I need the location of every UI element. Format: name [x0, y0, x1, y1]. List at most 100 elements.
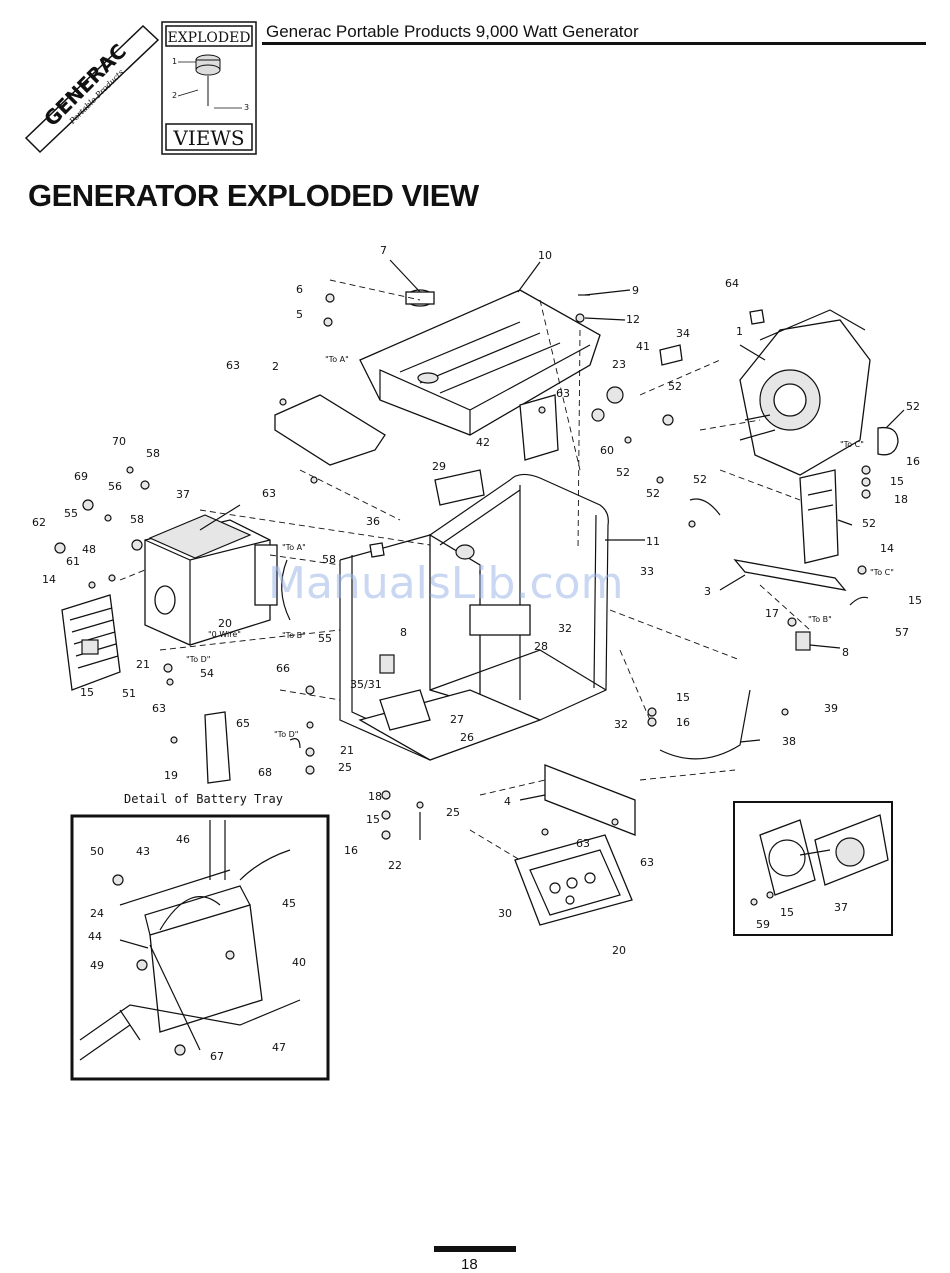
callout: 15 — [676, 691, 690, 704]
callout: 68 — [258, 766, 272, 779]
note-to-d-2: "To D" — [274, 730, 298, 739]
watermark: ManualsLib.com — [268, 558, 623, 609]
callout: 5 — [296, 308, 303, 321]
callout: 37 — [176, 488, 190, 501]
callout: 52 — [906, 400, 920, 413]
alternator — [144, 514, 278, 646]
engine-detail-callout: 15 — [780, 906, 794, 919]
callout: 52 — [646, 487, 660, 500]
footer-bar — [434, 1246, 516, 1252]
callout: 52 — [668, 380, 682, 393]
callout: 2 — [272, 360, 279, 373]
callout: 23 — [612, 358, 626, 371]
engine-detail-callout: 37 — [834, 901, 848, 914]
callout: 55 — [318, 632, 332, 645]
callout: 30 — [498, 907, 512, 920]
callout: 8 — [842, 646, 849, 659]
frame — [339, 473, 609, 761]
callout: 15 — [366, 813, 380, 826]
callout: 41 — [636, 340, 650, 353]
callout: 19 — [164, 769, 178, 782]
battery-tray-cover — [544, 764, 636, 836]
muffler — [799, 469, 839, 564]
engine-detail-illustration — [750, 814, 889, 906]
callout: 42 — [476, 436, 490, 449]
badge-bottom-text: VIEWS — [172, 126, 244, 150]
callout: 63 — [576, 837, 590, 850]
callout: 39 — [824, 702, 838, 715]
battery-callout: 45 — [282, 897, 296, 910]
note-to-b-2: "To B" — [282, 631, 306, 640]
callout: 10 — [538, 249, 552, 262]
leader-lines — [199, 259, 905, 801]
callout: 33 — [640, 565, 654, 578]
callout: 20 — [218, 617, 232, 630]
battery-callout: 47 — [272, 1041, 286, 1054]
callout: 32 — [614, 718, 628, 731]
note-to-a: "To A" — [325, 355, 349, 364]
callout: 34 — [676, 327, 690, 340]
battery-detail-caption: Detail of Battery Tray — [124, 792, 283, 806]
callout: 11 — [646, 535, 660, 548]
callout: 56 — [108, 480, 122, 493]
svg-text:1: 1 — [172, 57, 177, 66]
battery-callout: 50 — [90, 845, 104, 858]
badge-top-text: EXPLODED — [167, 30, 250, 46]
callout: 70 — [112, 435, 126, 448]
header-title: Generac Portable Products 9,000 Watt Gen… — [266, 22, 639, 41]
callout: 15 — [80, 686, 94, 699]
callout: 18 — [894, 493, 908, 506]
callout: 14 — [880, 542, 894, 555]
header-logos: GENERAC Portable Products EXPLODED 1 2 3… — [24, 21, 257, 155]
callout: 57 — [895, 626, 909, 639]
callout: 25 — [446, 806, 460, 819]
callout: 4 — [504, 795, 511, 808]
hardware — [54, 293, 871, 840]
exploded-views-badge: EXPLODED 1 2 3 VIEWS — [161, 21, 257, 155]
callout: 29 — [432, 460, 446, 473]
callout: 63 — [556, 387, 570, 400]
bracket-42 — [519, 394, 559, 461]
callout: 1 — [736, 325, 743, 338]
callout: 38 — [782, 735, 796, 748]
callout: 3 — [704, 585, 711, 598]
callout: 36 — [366, 515, 380, 528]
callout: 27 — [450, 713, 464, 726]
note-to-a-2: "To A" — [282, 543, 306, 552]
plate-2 — [274, 394, 386, 466]
callout: 25 — [338, 761, 352, 774]
callout: 63 — [152, 702, 166, 715]
callout: 51 — [122, 687, 136, 700]
callout: 21 — [136, 658, 150, 671]
plate-19 — [204, 711, 231, 784]
bracket-35 — [379, 689, 431, 731]
callout: 58 — [130, 513, 144, 526]
callout: 32 — [558, 622, 572, 635]
control-panel — [514, 834, 633, 926]
callout: 12 — [626, 313, 640, 326]
callout: 62 — [32, 516, 46, 529]
callout: 15 — [890, 475, 904, 488]
page-heading: GENERATOR EXPLODED VIEW — [28, 178, 479, 213]
callout: 52 — [862, 517, 876, 530]
callout: 52 — [616, 466, 630, 479]
callout: 17 — [765, 607, 779, 620]
vibration-mount — [379, 654, 395, 674]
callout: 28 — [534, 640, 548, 653]
battery-callout: 67 — [210, 1050, 224, 1063]
callout: 15 — [908, 594, 922, 607]
callout: 63 — [226, 359, 240, 372]
battery-callout: 49 — [90, 959, 104, 972]
note-to-c: "To C" — [840, 440, 864, 449]
callout: 7 — [380, 244, 387, 257]
callout: 16 — [344, 844, 358, 857]
callout: 35/31 — [350, 678, 382, 691]
note-to-d: "To D" — [186, 655, 210, 664]
svg-text:3: 3 — [244, 103, 249, 112]
callout: 16 — [906, 455, 920, 468]
note-o-wire: "0 Wire" — [208, 630, 241, 639]
callout: 55 — [64, 507, 78, 520]
callout: 58 — [322, 553, 336, 566]
battery-callout: 40 — [292, 956, 306, 969]
callout: 21 — [340, 744, 354, 757]
